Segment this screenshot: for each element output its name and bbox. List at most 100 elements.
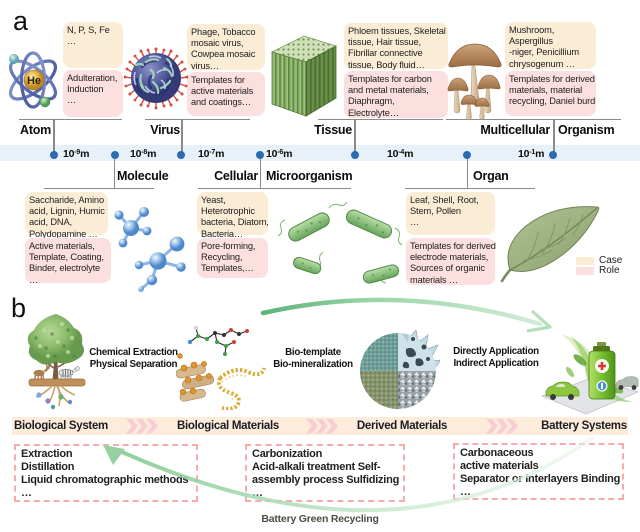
scale-label-base: 10 xyxy=(198,148,210,160)
group-label-microorganism: Microorganism xyxy=(266,168,353,183)
legend-case-swatch xyxy=(576,257,594,265)
bacteria-icon xyxy=(277,201,403,284)
group-label-virus: Virus xyxy=(150,123,180,137)
scale-label-1e-6: 10-6m xyxy=(266,148,292,160)
tick-molecule xyxy=(113,158,116,189)
group-label-organism: Organism xyxy=(558,123,615,137)
case-box-molecule: Saccharide, Amino acid, Lignin, Humic ac… xyxy=(25,192,108,239)
scale-label-unit: m xyxy=(404,148,414,160)
rule-tissue xyxy=(318,118,443,120)
role-box-tissue: Templates for carbon and metal materials… xyxy=(344,71,448,118)
group-label-atom: Atom xyxy=(20,123,51,137)
mushrooms-icon xyxy=(447,43,502,120)
role-box-cellular: Pore-forming, Recycling, Templates,… xyxy=(197,238,268,278)
process-application: Directly Application Indirect Applicatio… xyxy=(453,346,539,369)
biological-system-tree-icon xyxy=(27,314,86,410)
scale-label-unit: m xyxy=(283,148,293,160)
case-box-organ: Leaf, Shell, Root, Stem, Pollen … xyxy=(406,192,495,235)
scale-dot xyxy=(463,151,471,159)
helium-atom-icon: He xyxy=(8,51,58,109)
detail-box-lines: Carbonaceous active materials Separator … xyxy=(460,447,621,498)
rule-atom xyxy=(19,118,122,120)
leaf-icon xyxy=(500,206,600,283)
role-box-virus: Templates for active materials and coati… xyxy=(187,72,265,116)
scale-label-1e-7: 10-7m xyxy=(198,148,224,160)
rule-molecule xyxy=(44,188,154,190)
scale-label-exponent: -1 xyxy=(529,148,536,156)
ball-stick-molecule-icon xyxy=(114,207,186,292)
biological-materials-molecules-icon xyxy=(176,325,266,410)
group-label-tissue: Tissue xyxy=(314,123,352,137)
rule-organ xyxy=(405,188,535,190)
detail-box-extraction: Extraction Distillation Liquid chromatog… xyxy=(14,444,198,502)
detail-box-lines: Extraction Distillation Liquid chromatog… xyxy=(21,448,189,499)
case-box-atom: N, P, S, Fe … xyxy=(63,22,123,68)
legend-case-label: Case xyxy=(599,255,623,266)
scale-label-exponent: -6 xyxy=(277,148,284,156)
recycle-label: Battery Green Recycling xyxy=(261,513,379,525)
arrow-a-to-b xyxy=(260,297,543,327)
panel-b-label: b xyxy=(11,293,27,323)
scale-label-base: 10 xyxy=(518,148,530,160)
porous-tissue-block-icon xyxy=(270,35,338,117)
scale-label-base: 10 xyxy=(63,148,75,160)
scale-dot xyxy=(350,151,359,159)
derived-materials-sphere-icon xyxy=(360,329,440,409)
scale-label-exponent: -9 xyxy=(74,148,81,156)
tick-atom xyxy=(53,119,55,152)
tick-organ xyxy=(466,158,469,189)
stage-derived-materials: Derived Materials xyxy=(356,420,448,432)
tick-tissue xyxy=(354,119,356,152)
scale-label-unit: m xyxy=(535,148,545,160)
legend-role-label: Role xyxy=(599,265,620,276)
scale-label-1e-1: 10-1m xyxy=(518,148,544,160)
scale-label-1e-8: 10-8m xyxy=(130,148,156,160)
nucleus-symbol: He xyxy=(27,75,41,87)
rule-virus xyxy=(145,118,250,120)
detail-box-carbonization: Carbonization Acid-alkali treatment Self… xyxy=(245,444,405,502)
scale-label-base: 10 xyxy=(266,148,278,160)
tick-multicellular xyxy=(553,119,555,152)
tick-cellular xyxy=(259,158,262,189)
role-box-molecule: Active materials, Template, Coating, Bin… xyxy=(25,238,111,285)
stage-battery-systems: Battery Systems xyxy=(541,420,627,432)
group-label-multicellular: Multicellular xyxy=(480,123,550,137)
role-box-multicellular: Templates for derived materials, materia… xyxy=(505,71,596,116)
scale-label-exponent: -4 xyxy=(398,148,405,156)
case-box-multicellular: Mushroom, Aspergillus -niger, Penicilliu… xyxy=(505,22,596,69)
case-box-tissue: Phloem tissues, Skeletal tissue, Hair ti… xyxy=(344,23,448,70)
group-label-organ: Organ xyxy=(473,168,509,183)
scale-label-unit: m xyxy=(215,148,225,160)
stage-biological-system: Biological System xyxy=(14,420,108,432)
case-box-cellular: Yeast, Heterotrophic bacteria, Diatom, B… xyxy=(197,192,269,239)
stage-bar xyxy=(12,417,628,435)
detail-box-lines: Carbonization Acid-alkali treatment Self… xyxy=(252,448,400,499)
rule-multicellular xyxy=(446,118,621,120)
scale-label-1e-9: 10-9m xyxy=(63,148,89,160)
stage-biological-materials: Biological Materials xyxy=(176,420,280,432)
battery-systems-icon xyxy=(540,334,640,415)
scale-label-base: 10 xyxy=(387,148,399,160)
virus-sphere-icon xyxy=(124,47,188,110)
scale-label-unit: m xyxy=(147,148,157,160)
scale-label-exponent: -8 xyxy=(141,148,148,156)
role-box-organ: Templates for derived electrode material… xyxy=(406,238,496,285)
scale-dot xyxy=(50,151,58,159)
legend-role-swatch xyxy=(576,267,594,275)
group-label-molecule: Molecule xyxy=(117,168,169,183)
rule-cellular xyxy=(198,188,351,190)
scale-label-base: 10 xyxy=(130,148,142,160)
scale-label-1e-4: 10-4m xyxy=(387,148,413,160)
panel-a-label: a xyxy=(13,6,29,36)
scale-dot xyxy=(256,151,264,159)
detail-box-carbonaceous: Carbonaceous active materials Separator … xyxy=(453,443,624,500)
case-box-virus: Phage, Tobacco mosaic virus, Cowpea mosa… xyxy=(187,24,265,71)
scale-dot xyxy=(549,151,557,159)
tick-virus xyxy=(181,119,183,152)
role-box-atom: Adulteration, Induction … xyxy=(63,70,123,117)
process-biotemplate-biomineralization: Bio-template Bio-mineralization xyxy=(273,347,353,370)
scale-dot xyxy=(110,151,119,159)
group-label-cellular: Cellular xyxy=(214,168,258,183)
scale-dot xyxy=(177,151,185,159)
